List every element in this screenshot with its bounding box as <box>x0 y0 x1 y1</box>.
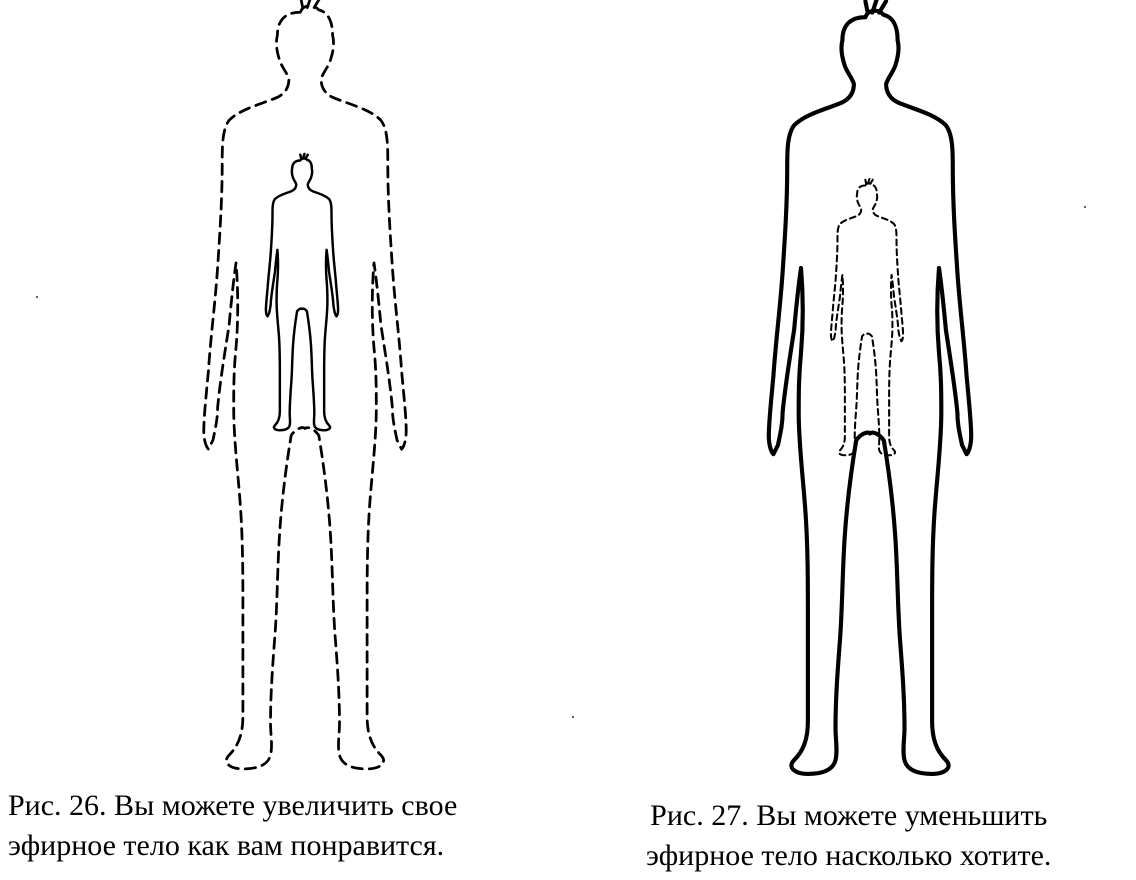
figure-27-caption: Рис. 27. Вы можете уменьшить эфирное тел… <box>646 796 1051 876</box>
reduced-etheric-body-illustration <box>568 0 1136 790</box>
figure-27: Рис. 27. Вы можете уменьшить эфирное тел… <box>568 0 1136 880</box>
caption-line-1: Рис. 27. Вы можете уменьшить <box>650 799 1048 832</box>
etheric-body-dashed-outline <box>829 177 905 457</box>
scan-speck <box>1084 206 1086 208</box>
caption-line-1: Рис. 26. Вы можете увеличить свое <box>8 789 458 822</box>
figure-26: Рис. 26. Вы можете увеличить свое эфирно… <box>8 0 457 866</box>
physical-body-solid-outline <box>264 152 340 432</box>
caption-line-2: эфирное тело как вам понравится. <box>8 829 445 862</box>
physical-body-solid-outline <box>769 0 971 774</box>
scan-speck <box>572 716 574 718</box>
etheric-body-dashed-outline <box>202 0 408 771</box>
figure-26-caption: Рис. 26. Вы можете увеличить свое эфирно… <box>8 786 457 866</box>
enlarged-etheric-body-illustration <box>202 0 408 771</box>
caption-line-2: эфирное тело насколько хотите. <box>646 839 1052 872</box>
scan-speck <box>36 296 38 298</box>
